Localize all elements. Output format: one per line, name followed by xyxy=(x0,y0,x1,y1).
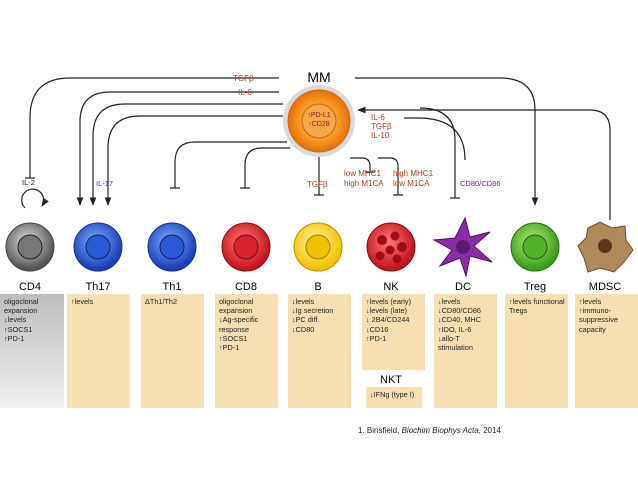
panel-dc: ↓levels ↓CD80/CD86 ↓CD40, MHC ↑IDO, IL-6… xyxy=(434,294,497,408)
citation-suffix: , 2014 xyxy=(478,426,501,435)
citation-prefix: 1. Binsfield, xyxy=(358,426,402,435)
list-item: ↓Ig secretion xyxy=(292,306,334,316)
cd4-cell xyxy=(5,222,55,272)
list-item: ↑levels functional Tregs xyxy=(509,297,565,316)
list-item: ↑PD-1 xyxy=(366,333,387,343)
panel-treg: ↑levels functional Tregs xyxy=(505,294,568,408)
cell-name-b: B xyxy=(314,281,321,293)
list-item: ΔTh1/Th2 xyxy=(145,297,178,306)
label-il2: IL-2 xyxy=(22,178,35,187)
citation-journal: Biochim Biophys Acta xyxy=(401,426,479,435)
list-item: ↓Ag-specific response xyxy=(219,315,259,334)
list-item: ↑levels (early) xyxy=(366,297,412,306)
label-tgfb-mid: TGFβ xyxy=(307,180,328,189)
th17-cell xyxy=(73,222,123,272)
label-high-mhc1: high MHC1 xyxy=(393,169,434,178)
list-item: ↓PC diff. xyxy=(292,315,320,325)
list-item: ↓levels xyxy=(292,297,315,306)
label-il6-left: IL-6 xyxy=(238,88,252,97)
list-item: ↓CD80/CD86 xyxy=(438,306,481,316)
mm-label: MM xyxy=(307,69,330,85)
label-il10-right: IL-10 xyxy=(371,131,390,140)
nk-cell xyxy=(366,222,416,272)
list-item: ↓CD16 xyxy=(366,324,389,334)
cell-name-th17: Th17 xyxy=(85,281,110,293)
treg-cell xyxy=(510,222,560,272)
list-item: ↑SOCS1 xyxy=(219,333,248,343)
panel-mdsc: ↑levels ↑immuno-suppressive capacity xyxy=(575,294,638,408)
label-high-m1ca: high M1CA xyxy=(344,179,384,188)
mdsc-to-mm-arrow xyxy=(357,106,611,220)
list-item: oligoclonal expansion xyxy=(219,297,254,316)
cell-name-nkt: NKT xyxy=(380,374,402,386)
cell-name-nk: NK xyxy=(383,281,399,293)
label-low-mhc1: low MHC1 xyxy=(344,169,381,178)
list-item: ↓IFNg (type I) xyxy=(370,390,415,399)
citation: 1. Binsfield, Biochim Biophys Acta, 2014 xyxy=(358,426,501,435)
label-low-m1ca: low M1CA xyxy=(393,179,430,188)
cd8-cell xyxy=(221,222,271,272)
label-il17: IL-17 xyxy=(96,179,113,188)
mm-to-dc-line xyxy=(419,107,456,198)
mm-to-th17-arrow xyxy=(89,103,283,206)
list-item: ↓levels xyxy=(438,297,461,306)
mm-pdl1: ↑PD-L1 xyxy=(307,112,330,119)
cell-name-mdsc: MDSC xyxy=(589,281,621,293)
panel-th17: ↑levels xyxy=(67,294,130,408)
panel-cd8: oligoclonal expansion ↓Ag-specific respo… xyxy=(215,294,278,408)
nk-bracket-right xyxy=(378,157,399,195)
label-tgfb-left: TGFβ xyxy=(233,74,254,83)
list-item: oligoclonal expansion xyxy=(4,297,39,316)
dc-to-mm-line xyxy=(404,117,466,161)
mm-cd28: ↑CD28 xyxy=(308,121,330,128)
list-item: ↓CD40, MHC xyxy=(438,315,481,325)
list-item: ↑PD-1 xyxy=(4,333,25,343)
mm-to-cd8-inhibit xyxy=(244,147,290,188)
cd4-self-loop xyxy=(21,188,49,209)
cell-name-th1: Th1 xyxy=(163,281,182,293)
panel-nkt: ↓IFNg (type I) xyxy=(366,387,422,408)
b-cell xyxy=(293,222,343,272)
panel-nk: ↑levels (early) ↓levels (late) ↓ 2B4/CD2… xyxy=(362,294,425,370)
cell-name-cd8: CD8 xyxy=(235,281,257,293)
list-item: ↑PD-1 xyxy=(219,343,240,353)
cell-name-treg: Treg xyxy=(524,281,546,293)
panel-cd4: oligoclonal expansion ↓levels ↑SOCS1 ↑PD… xyxy=(0,294,64,408)
panel-b: ↓levels ↓Ig secretion ↓PC diff. ↓CD80 xyxy=(288,294,351,408)
label-tgfb-right: TGFβ xyxy=(371,122,392,131)
dc-cell xyxy=(432,216,493,278)
mm-nucleus xyxy=(301,103,337,139)
list-item: ↓levels (late) xyxy=(366,306,407,316)
list-item: ↓ 2B4/CD244 xyxy=(366,315,410,325)
nk-bracket-left xyxy=(350,157,371,172)
list-item: ↓allo-T stimulation xyxy=(438,333,473,353)
list-item: ↑levels xyxy=(579,297,602,306)
mdsc-cell xyxy=(577,221,634,273)
list-item: ↑SOCS1 xyxy=(4,324,33,334)
list-item: ↑IDO, IL-6 xyxy=(438,324,472,334)
list-item: ↑immuno-suppressive capacity xyxy=(579,306,618,334)
mm-to-th1-arrow xyxy=(104,115,283,206)
panel-th1: ΔTh1/Th2 xyxy=(141,294,204,408)
th1-cell xyxy=(147,222,197,272)
list-item: ↓levels xyxy=(4,315,27,325)
label-il6-right: IL-6 xyxy=(371,113,385,122)
list-item: ↑levels xyxy=(71,297,94,306)
cell-name-cd4: CD4 xyxy=(19,281,41,293)
list-item: ↓CD80 xyxy=(292,324,315,334)
tgfb-to-cd4-line xyxy=(29,77,279,178)
cell-name-dc: DC xyxy=(455,281,471,293)
mm-to-th1-inhibit xyxy=(174,141,287,188)
panel-cd4-list: oligoclonal expansion ↓levels ↑SOCS1 ↑PD… xyxy=(0,294,64,343)
label-cd80cd86: CD80/CD86 xyxy=(460,179,500,188)
il6-to-th17-arrow xyxy=(76,91,279,206)
